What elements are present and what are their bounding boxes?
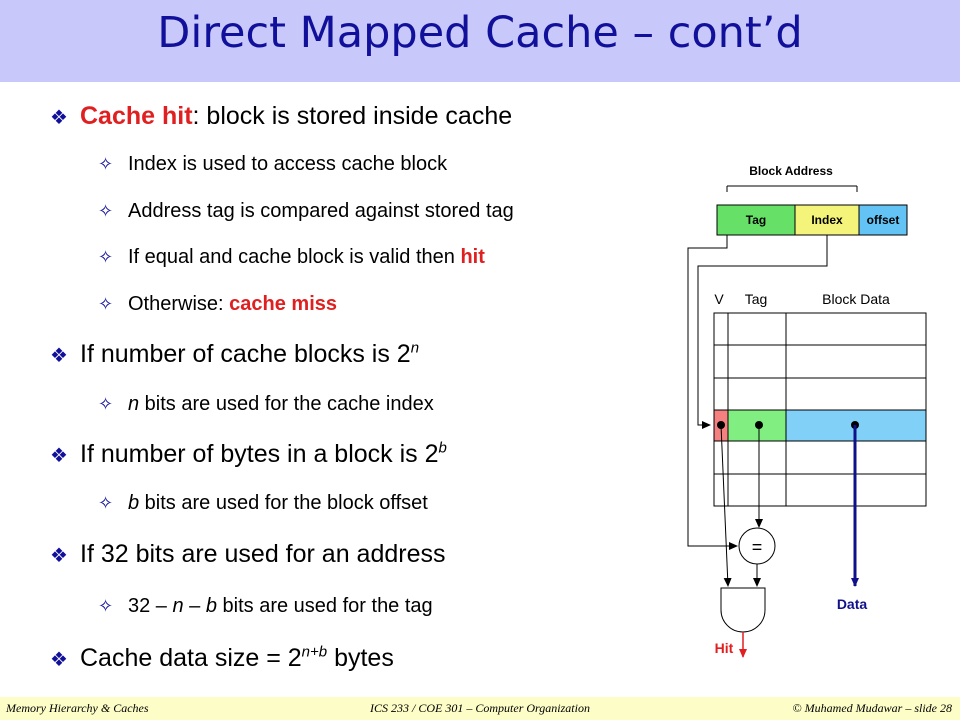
cache-table — [713, 312, 927, 507]
bullet-32-bits: ❖ If 32 bits are used for an address — [50, 540, 446, 569]
n-variable: n — [128, 393, 140, 415]
diamond-bullet-icon: ❖ — [50, 445, 68, 467]
slide-title: Direct Mapped Cache – cont’d — [157, 8, 803, 58]
sub-bullet-index: ✧ Index is used to access cache block — [98, 153, 447, 176]
index-select-line — [697, 235, 828, 429]
sub-bullet-n-bits: ✧ n bits are used for the cache index — [98, 393, 434, 416]
footer-center: ICS 233 / COE 301 – Computer Organizatio… — [370, 701, 590, 715]
data-column-header: Block Data — [822, 291, 890, 307]
size-unit: bytes — [327, 644, 394, 672]
and-gate — [720, 587, 766, 633]
tag-rest: bits are used for the tag — [216, 595, 433, 617]
bullet-cache-hit: ❖ Cache hit: block is stored inside cache — [50, 102, 512, 131]
address-tag-line — [687, 235, 738, 550]
address-tag-field — [716, 204, 796, 236]
star-bullet-icon: ✧ — [98, 596, 114, 616]
cache-hit-desc: : block is stored inside cache — [192, 102, 513, 130]
star-bullet-icon: ✧ — [98, 394, 114, 414]
sub-bullet-b-bits: ✧ b bits are used for the block offset — [98, 492, 428, 515]
bullet-data-size: ❖ Cache data size = 2n+b bytes — [50, 644, 394, 673]
b-variable: b — [128, 492, 140, 514]
comparator-symbol: = — [752, 537, 763, 557]
tag-n: n — [172, 595, 184, 617]
star-bullet-icon: ✧ — [98, 294, 114, 314]
size-text: Cache data size = 2 — [80, 644, 302, 672]
valid-column-header: V — [714, 291, 724, 307]
address-offset-field — [858, 204, 908, 236]
bullet-block-bytes: ❖ If number of bytes in a block is 2b — [50, 440, 447, 469]
star-bullet-icon: ✧ — [98, 493, 114, 513]
sub-bullet-tag-bits: ✧ 32 – n – b bits are used for the tag — [98, 595, 433, 618]
footer-left: Memory Hierarchy & Caches — [6, 701, 149, 715]
blocks-exponent: n — [410, 339, 420, 357]
if-equal-text: If equal and cache block is valid then — [128, 246, 461, 268]
bullet-cache-blocks: ❖ If number of cache blocks is 2n — [50, 340, 419, 369]
footer-bar: Memory Hierarchy & Caches ICS 233 / COE … — [0, 697, 960, 720]
tag-b: b — [205, 595, 217, 617]
index-field-label: Index — [811, 213, 843, 227]
diamond-bullet-icon: ❖ — [50, 107, 68, 129]
cache-miss-word: cache miss — [229, 293, 338, 315]
sub-bullet-tag: ✧ Address tag is compared against stored … — [98, 200, 514, 223]
star-bullet-icon: ✧ — [98, 154, 114, 174]
data-label: Data — [837, 596, 868, 612]
index-text: Index is used to access cache block — [128, 153, 448, 175]
diamond-bullet-icon: ❖ — [50, 545, 68, 567]
tag-column-header: Tag — [745, 291, 768, 307]
tag-field-label: Tag — [746, 213, 766, 227]
title-bar — [0, 0, 960, 82]
offset-field-label: offset — [867, 213, 900, 227]
cache-hit-term: Cache hit — [80, 102, 193, 130]
addr32-text: If 32 bits are used for an address — [80, 540, 446, 568]
diamond-bullet-icon: ❖ — [50, 345, 68, 367]
footer-right: © Muhamed Mudawar – slide 28 — [792, 701, 952, 715]
sub-bullet-otherwise: ✧ Otherwise: cache miss — [98, 293, 337, 316]
b-bits-text: bits are used for the block offset — [139, 492, 428, 514]
n-bits-text: bits are used for the cache index — [139, 393, 434, 415]
tag-dash: – — [183, 595, 206, 617]
bytes-text: If number of bytes in a block is 2 — [80, 440, 439, 468]
tag-compare-text: Address tag is compared against stored t… — [128, 200, 514, 222]
sub-bullet-equal: ✧If equal and cache block is valid then … — [98, 246, 485, 269]
hit-label: Hit — [715, 640, 734, 656]
tag-32: 32 – — [128, 595, 173, 617]
diamond-bullet-icon: ❖ — [50, 649, 68, 671]
size-exponent: n+b — [301, 643, 328, 661]
block-address-label: Block Address — [749, 164, 833, 178]
hit-word: hit — [460, 246, 485, 268]
star-bullet-icon: ✧ — [98, 201, 114, 221]
blocks-text: If number of cache blocks is 2 — [80, 340, 411, 368]
otherwise-text: Otherwise: — [128, 293, 230, 315]
valid-to-and-line — [720, 424, 732, 587]
bytes-exponent: b — [438, 439, 447, 457]
star-bullet-icon: ✧ — [98, 247, 114, 267]
